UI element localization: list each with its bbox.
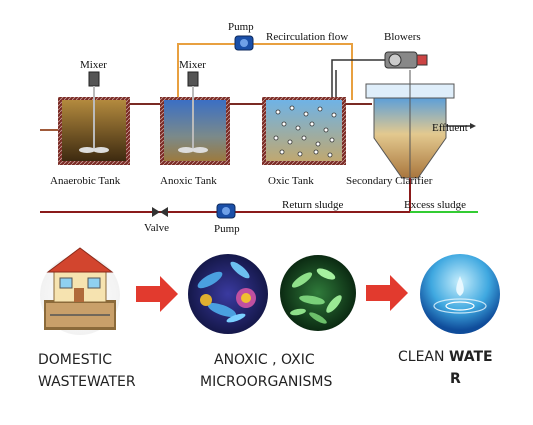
anoxic-tank-label: Anoxic Tank [160, 175, 217, 187]
micro-line-1: ANOXIC , OXIC [214, 352, 315, 368]
micro-line-2: MICROORGANISMS [200, 374, 333, 390]
mixer-1-motor [88, 71, 100, 87]
water-drop-icon [420, 254, 500, 334]
mixer-1-label: Mixer [80, 59, 107, 71]
recirculation-label: Recirculation flow [266, 31, 348, 43]
microorganisms-oxic-icon [280, 255, 356, 331]
domestic-line-1: DOMESTIC [38, 352, 113, 368]
clean-part-1: CLEAN [398, 349, 445, 365]
excess-sludge-label: Excess sludge [404, 199, 466, 211]
recirculation-line [177, 43, 353, 112]
domestic-line-2: WASTEWATER [38, 374, 136, 390]
pump-top-label: Pump [228, 21, 254, 33]
clean-water-caption: CLEAN WATE R [398, 346, 493, 390]
anaerobic-tank-label: Anaerobic Tank [50, 175, 121, 187]
top-pump-icon [234, 35, 254, 51]
microorganisms-caption: ANOXIC , OXIC MICROORGANISMS [200, 349, 332, 393]
secondary-clarifier-label: Secondary Clarifier [346, 175, 433, 187]
blower-icon [384, 51, 428, 69]
effluent-label: Effluent [432, 122, 468, 134]
arrow-2-icon [366, 275, 408, 311]
clean-part-2: WATE [448, 349, 493, 365]
blowers-label: Blowers [384, 31, 421, 43]
return-sludge-label: Return sludge [282, 199, 344, 211]
valve-label: Valve [144, 222, 169, 234]
valve-icon [152, 207, 168, 217]
clean-part-3: R [450, 371, 461, 387]
house-icon [40, 247, 120, 335]
pump-bottom-label: Pump [214, 223, 240, 235]
arrow-1-icon [136, 276, 178, 312]
air-bubbles [273, 105, 337, 158]
microorganisms-anoxic-icon [188, 254, 268, 334]
oxic-tank-label: Oxic Tank [268, 175, 314, 187]
bottom-pump-icon [216, 203, 236, 219]
domestic-wastewater-caption: DOMESTIC WASTEWATER [38, 349, 136, 393]
mixer-2-label: Mixer [179, 59, 206, 71]
mixer-2-motor [187, 71, 199, 87]
